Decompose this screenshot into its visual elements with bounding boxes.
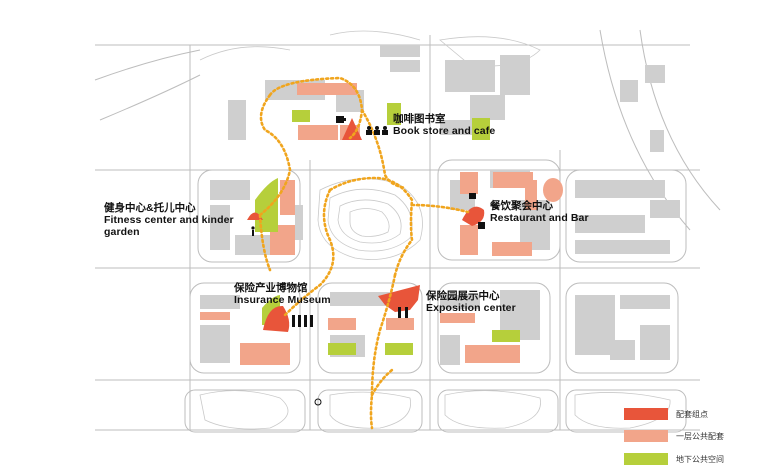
- dining-icon: [469, 193, 485, 229]
- label-restaurant-en: Restaurant and Bar: [490, 212, 589, 224]
- label-bookstore: 咖啡图书室 Book store and cafe: [393, 113, 495, 137]
- label-restaurant-cn: 餐饮聚会中心: [490, 200, 553, 212]
- legend-item-ground-floor: 一层公共配套: [624, 430, 764, 444]
- bookstore-node: [342, 118, 362, 140]
- legend-swatch-ground-floor: [624, 430, 668, 442]
- label-exposition-cn: 保险园展示中心: [426, 290, 500, 302]
- museum-people-icon: [292, 307, 408, 327]
- legend-item-underground: 地下公共空间: [624, 453, 764, 467]
- label-museum: 保险产业博物馆 Insurance Museum: [234, 282, 331, 306]
- label-bookstore-cn: 咖啡图书室: [393, 113, 446, 125]
- street-lines: [94, 29, 721, 433]
- label-exposition-en: Exposition center: [426, 302, 516, 314]
- underground-public-areas: [255, 103, 520, 355]
- label-restaurant: 餐饮聚会中心 Restaurant and Bar: [490, 200, 589, 224]
- label-fitness-en2: garden: [104, 226, 140, 238]
- legend-item-nodes: 配套组点: [624, 408, 764, 422]
- museum-node: [263, 305, 290, 332]
- ground-floor-public-areas: [200, 83, 563, 365]
- legend-label-ground-floor: 一层公共配套: [676, 432, 724, 441]
- label-fitness-cn: 健身中心&托儿中心: [104, 202, 196, 214]
- label-exposition: 保险园展示中心 Exposition center: [426, 290, 516, 314]
- label-fitness-en: Fitness center and kinder: [104, 214, 234, 226]
- label-museum-cn: 保险产业博物馆: [234, 282, 308, 294]
- legend-label-nodes: 配套组点: [676, 410, 708, 419]
- label-museum-en: Insurance Museum: [234, 294, 331, 306]
- legend-label-underground: 地下公共空间: [676, 455, 724, 464]
- walker-icon: [251, 226, 322, 406]
- walking-route: [258, 76, 470, 430]
- people-icon: [366, 126, 388, 135]
- label-fitness: 健身中心&托儿中心 Fitness center and kinder gard…: [104, 202, 234, 238]
- label-bookstore-en: Book store and cafe: [393, 125, 496, 137]
- coffee-icon: [336, 116, 346, 123]
- legend-swatch-underground: [624, 453, 668, 465]
- legend-swatch-nodes: [624, 408, 668, 420]
